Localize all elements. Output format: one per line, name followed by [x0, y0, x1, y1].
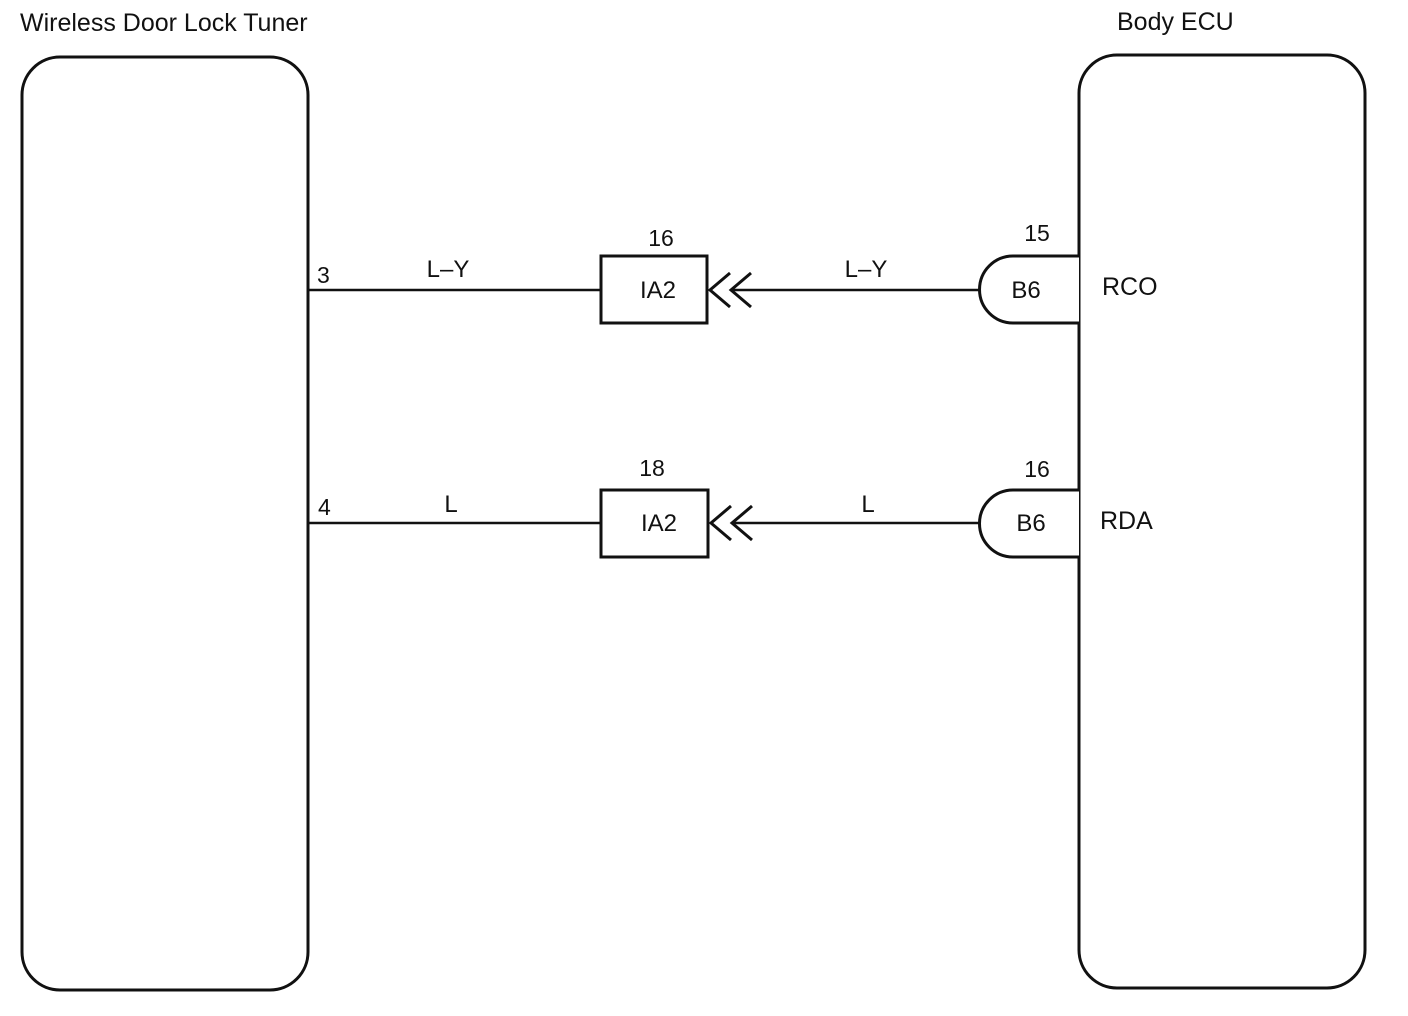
junction-pin-number: 18	[639, 455, 665, 481]
circuit-rco: 3 L–Y IA2 16 L–Y B6 15 RCO	[308, 220, 1158, 325]
wire-color-label: L–Y	[427, 256, 470, 283]
ecu-connector-label: B6	[1011, 277, 1040, 304]
wire-color-label: L	[861, 491, 874, 518]
ecu-connector	[978, 488, 1079, 559]
wire-color-label: L–Y	[845, 256, 888, 283]
junction-connector	[599, 488, 710, 559]
ecu-connector	[978, 254, 1079, 325]
wire-color-label: L	[444, 491, 457, 518]
ecu-pin-number: 16	[1024, 456, 1050, 482]
ecu-connector-label: B6	[1016, 510, 1045, 537]
junction-pin-number: 16	[648, 225, 674, 251]
connector-chevron-icon	[708, 504, 732, 542]
tuner-pin-number: 4	[318, 494, 331, 520]
ecu-signal-name: RCO	[1102, 273, 1158, 301]
connector-chevron-icon	[707, 271, 731, 309]
tuner-title: Wireless Door Lock Tuner	[20, 9, 308, 37]
ecu-pin-number: 15	[1024, 220, 1050, 246]
ecu-signal-name: RDA	[1100, 507, 1153, 535]
circuit-rda: 4 L IA2 18 L B6 16 RDA	[308, 455, 1153, 559]
tuner-pin-number: 3	[317, 262, 330, 288]
junction-connector-label: IA2	[640, 277, 676, 304]
wireless-door-lock-tuner-box	[20, 55, 310, 992]
junction-connector-label: IA2	[641, 510, 677, 537]
ecu-title: Body ECU	[1117, 8, 1234, 36]
junction-connector	[599, 254, 709, 325]
